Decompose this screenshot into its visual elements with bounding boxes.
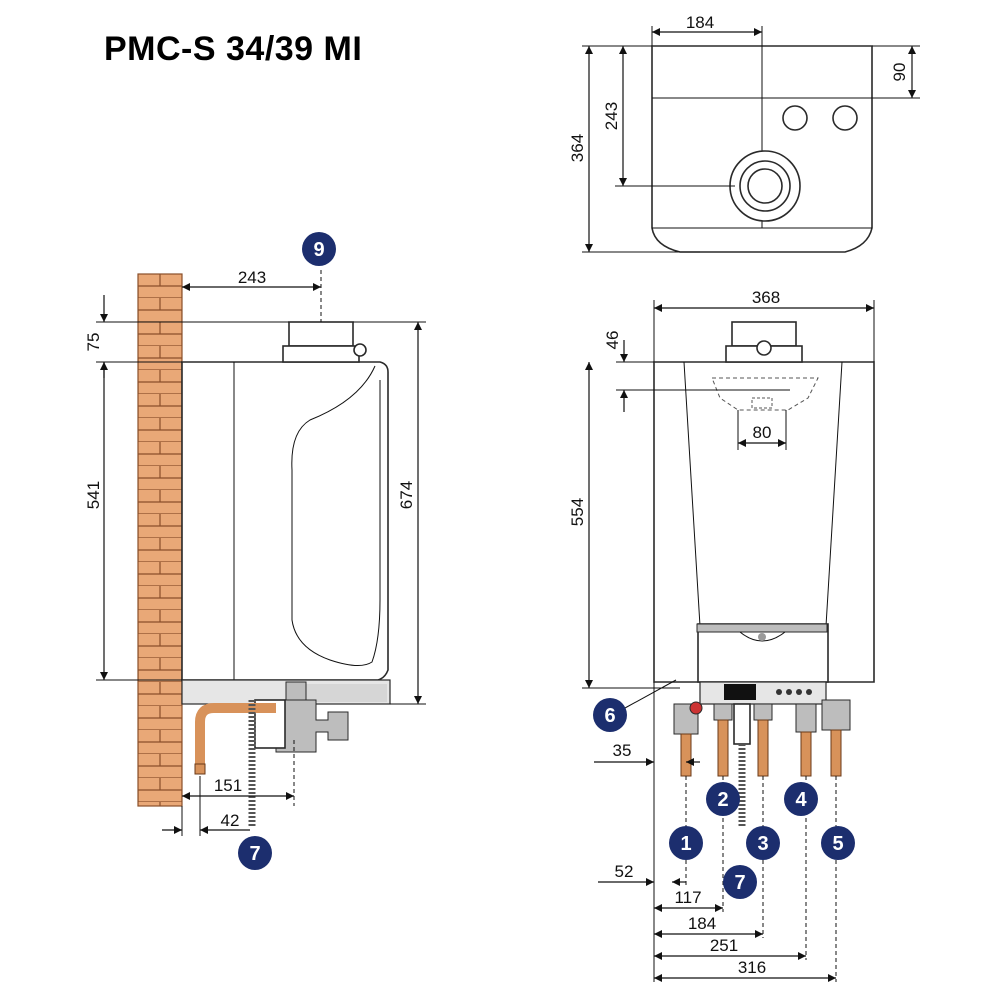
dim-top-364: 364	[568, 134, 587, 162]
diagram-title: PMC-S 34/39 MI	[104, 30, 363, 68]
dim-top-90: 90	[890, 63, 909, 82]
badge-6: 6	[593, 698, 627, 732]
badge-7-front: 7	[723, 865, 757, 899]
svg-text:5: 5	[832, 833, 843, 855]
badge-2: 2	[706, 782, 740, 816]
svg-text:4: 4	[795, 789, 807, 811]
svg-text:9: 9	[313, 239, 324, 261]
pipe-5	[830, 729, 842, 777]
mounting-bracket	[711, 377, 819, 411]
badge-9: 9	[302, 232, 336, 266]
dim-side-674: 674	[397, 481, 416, 509]
pipe-4	[800, 731, 812, 777]
pipe-2	[717, 719, 729, 777]
dim-top-184: 184	[686, 13, 714, 32]
dim-side-541: 541	[84, 481, 103, 509]
valve-assembly	[275, 699, 349, 753]
top-view: 184 364 243 90	[568, 13, 920, 253]
dim-front-554: 554	[568, 498, 587, 526]
svg-text:7: 7	[734, 872, 745, 894]
dim-top-243: 243	[602, 102, 621, 130]
svg-text:2: 2	[717, 789, 728, 811]
svg-text:6: 6	[604, 705, 615, 727]
svg-text:3: 3	[757, 833, 768, 855]
copper-pipe	[195, 703, 276, 774]
boiler-side-body	[181, 361, 389, 681]
dim-front-316: 316	[738, 958, 766, 977]
brick-wall	[137, 273, 183, 807]
valve-5	[821, 699, 851, 731]
display-screen	[724, 684, 756, 700]
flue-collar	[288, 321, 354, 347]
side-view: 243 75 541 674 151 42	[84, 268, 426, 836]
flue-inner	[747, 168, 783, 204]
front-view: 368 46 80 554 35 52	[568, 288, 875, 982]
dim-front-52: 52	[615, 862, 634, 881]
brand-logo	[758, 633, 766, 641]
svg-text:1: 1	[680, 833, 691, 855]
top-connection-left	[782, 105, 808, 131]
top-connection-right	[832, 105, 858, 131]
pipe-1	[680, 733, 692, 777]
dim-side-75: 75	[84, 333, 103, 352]
badge-7-side: 7	[238, 836, 272, 870]
dim-side-243: 243	[238, 268, 266, 287]
dim-side-151: 151	[214, 776, 242, 795]
dim-front-46: 46	[603, 331, 622, 350]
pipe-3	[757, 719, 769, 777]
svg-text:7: 7	[249, 843, 260, 865]
valve-4	[795, 703, 817, 733]
dim-front-184: 184	[688, 914, 716, 933]
dim-front-117: 117	[674, 888, 701, 907]
dim-front-251: 251	[710, 936, 738, 955]
badge-5: 5	[821, 826, 855, 860]
dim-front-368: 368	[752, 288, 780, 307]
dim-front-35: 35	[613, 741, 632, 760]
dim-front-80: 80	[753, 423, 772, 442]
dim-side-42: 42	[221, 811, 240, 830]
badge-4: 4	[784, 782, 818, 816]
badge-3: 3	[746, 826, 780, 860]
badge-1: 1	[669, 826, 703, 860]
front-handle	[696, 623, 828, 633]
